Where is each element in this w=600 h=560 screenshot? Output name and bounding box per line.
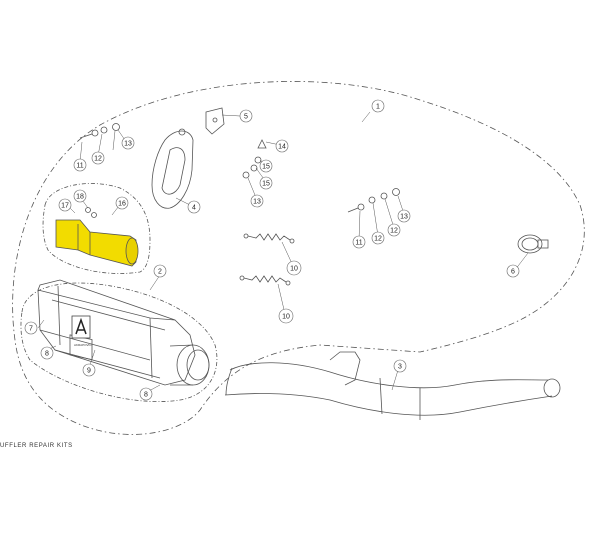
callout-5: 5 xyxy=(239,109,253,123)
svg-text:5: 5 xyxy=(244,114,248,121)
callout-12b: 12 xyxy=(371,231,385,245)
svg-text:13: 13 xyxy=(400,214,408,221)
svg-text:9: 9 xyxy=(87,368,91,375)
group-2-boundary xyxy=(20,282,218,402)
brand-logo: AKRAPOVIC xyxy=(71,315,92,347)
svg-text:4: 4 xyxy=(192,205,196,212)
svg-text:14: 14 xyxy=(278,144,286,151)
callout-17: 17 xyxy=(58,198,72,212)
svg-text:12: 12 xyxy=(94,156,102,163)
brand-logo-text: AKRAPOVIC xyxy=(74,343,92,347)
svg-text:11: 11 xyxy=(76,163,83,170)
svg-text:13: 13 xyxy=(124,141,132,148)
svg-text:2: 2 xyxy=(158,269,162,276)
silencer-body xyxy=(37,279,210,386)
svg-text:3: 3 xyxy=(398,364,402,371)
callout-13c: 13 xyxy=(397,209,411,223)
callout-12c: 12 xyxy=(387,223,401,237)
callout-16: 16 xyxy=(115,196,129,210)
link-pipe xyxy=(224,351,561,420)
spring-upper xyxy=(243,233,295,244)
callout-10a: 10 xyxy=(286,260,302,276)
callout-13a: 13 xyxy=(121,136,135,150)
callout-13b: 13 xyxy=(250,194,264,208)
callout-15b: 15 xyxy=(259,176,273,190)
clamp-part xyxy=(517,234,549,254)
svg-text:13: 13 xyxy=(253,199,261,206)
spring-lower xyxy=(239,275,291,286)
small-bracket xyxy=(205,107,225,135)
group-16-boundary xyxy=(42,183,151,274)
callout-11a: 11 xyxy=(73,158,87,172)
svg-text:18: 18 xyxy=(76,194,84,201)
diagram-caption: UFFLER REPAIR KITS xyxy=(0,443,73,449)
callout-8b: 8 xyxy=(139,387,153,401)
callout-15a: 15 xyxy=(259,159,273,173)
callout-11b: 11 xyxy=(352,235,366,249)
svg-text:16: 16 xyxy=(118,201,126,208)
svg-text:15: 15 xyxy=(262,181,270,188)
svg-text:8: 8 xyxy=(144,392,148,399)
callout-4: 4 xyxy=(187,200,201,214)
svg-text:15: 15 xyxy=(262,164,270,171)
callout-1: 1 xyxy=(371,99,385,113)
fastener-set-group16 xyxy=(85,207,97,218)
callout-18: 18 xyxy=(73,189,87,203)
svg-text:7: 7 xyxy=(29,326,33,333)
highlight-shape xyxy=(55,219,137,267)
callout-2: 2 xyxy=(153,264,167,278)
callout-9: 9 xyxy=(82,363,96,377)
svg-text:8: 8 xyxy=(45,351,49,358)
fastener-set-center xyxy=(242,139,267,179)
callout-12a: 12 xyxy=(91,151,105,165)
callout-7: 7 xyxy=(24,321,38,335)
callouts: 1 2 3 4 5 6 7 8 8 9 10 10 11 11 12 12 12… xyxy=(24,99,520,401)
svg-text:12: 12 xyxy=(390,228,398,235)
callout-6: 6 xyxy=(506,264,520,278)
svg-text:17: 17 xyxy=(61,203,69,210)
svg-text:1: 1 xyxy=(376,104,380,111)
svg-text:10: 10 xyxy=(282,314,290,321)
svg-text:10: 10 xyxy=(290,266,298,273)
callout-8a: 8 xyxy=(40,346,54,360)
callout-3: 3 xyxy=(393,359,407,373)
callout-14: 14 xyxy=(275,139,289,153)
callout-10b: 10 xyxy=(278,308,294,324)
assembly-boundary xyxy=(12,81,585,435)
highlighted-link-pipe-part xyxy=(55,219,139,267)
hanger-bracket xyxy=(151,128,194,209)
svg-text:6: 6 xyxy=(511,269,515,276)
svg-text:12: 12 xyxy=(374,236,382,243)
fastener-set-right xyxy=(347,188,400,213)
svg-text:11: 11 xyxy=(355,240,362,247)
fastener-set-upper-left xyxy=(79,123,120,139)
